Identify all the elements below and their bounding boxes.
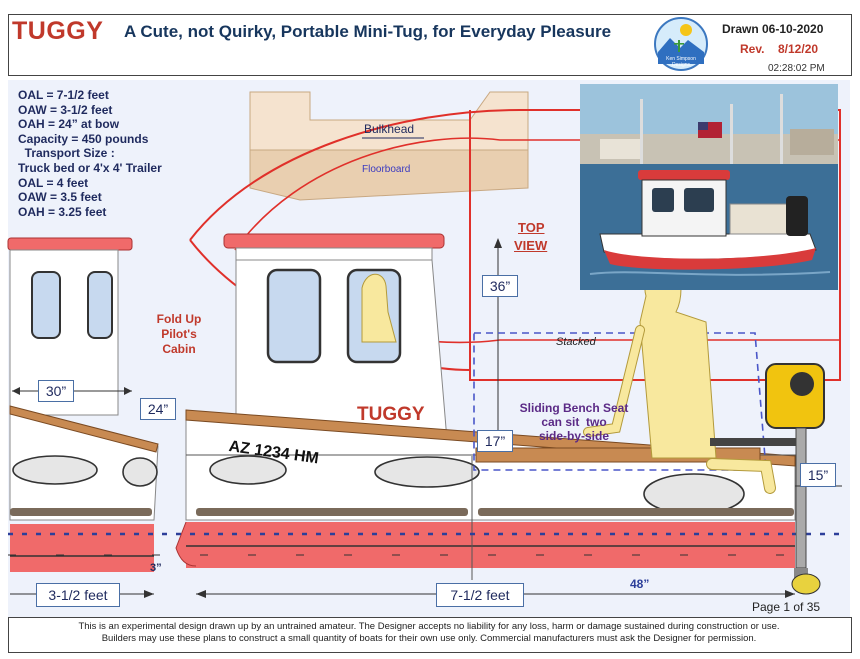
outboard-tiller [710,438,800,446]
revision-label: Rev. [740,42,765,56]
spec-transport-oah: OAH = 3.25 feet [18,204,107,219]
top-view-label-2: VIEW [514,238,548,253]
dim-short-arrow [144,590,154,598]
small-hull-float [12,455,98,485]
small-cabin-window-2 [87,271,113,339]
dim-48-label: 48” [630,577,650,591]
outboard-propeller [791,573,821,595]
bulkhead-label: Bulkhead [364,122,415,136]
fold-up-label-2: Pilot's [161,327,197,341]
spec-oah: OAH = 24” at bow [18,117,120,132]
designer-logo-icon: Ken Simpson Designs [654,17,708,71]
floorboard-shape [249,149,529,201]
top-view-label-1: TOP [518,220,545,235]
footer-panel [8,617,852,653]
seat-label-2: can sit two [541,415,607,429]
footer-permission: Builders may use these plans to construc… [101,633,757,644]
stacked-label: Stacked [556,336,596,348]
hull-skid-1 [196,508,468,516]
spec-oaw: OAW = 3-1/2 feet [18,102,113,117]
hull-float-1 [209,455,287,485]
drawn-time: 02:28:02 PM [768,63,825,74]
logo-text-line1: Ken Simpson [666,56,696,62]
page-number: Page 1 of 35 [752,600,821,614]
spec-transport-oaw: OAW = 3.5 feet [18,190,102,205]
cabin-trim [235,247,433,261]
person-arm-fill [584,326,644,436]
top-view-inner-line [234,137,840,251]
pilot-silhouette [361,273,397,343]
height-arrow-head [494,238,502,248]
top-view-hull-outline [189,109,841,381]
dim-30-arrow-right [124,387,132,395]
cabin-roof [223,233,445,249]
page-subtitle: A Cute, not Quirky, Portable Mini-Tug, f… [124,22,612,41]
dim-15-label: 15” [800,463,836,487]
dim-30-arrow-left [12,387,20,395]
footer-disclaimer: This is an experimental design drawn up … [78,621,780,632]
spec-capacity: Capacity = 450 pounds [18,131,149,146]
outboard-motor-head [765,363,825,429]
small-hull-bottom [10,524,154,572]
stacked-cabin-outline [473,332,767,471]
small-hull-skid [10,508,152,516]
small-cabin-roof [7,237,133,251]
seat-label-3: side-by-side [538,429,610,443]
dim-17-label: 17” [477,430,513,452]
seated-person [639,267,717,459]
spec-transport-oal: OAL = 4 feet [18,175,89,190]
dim-36-label: 36” [482,275,518,297]
fold-up-label-1: Fold Up [156,312,202,326]
boat-photo [580,84,838,290]
fold-up-label-3: Cabin [162,342,196,356]
seat-label-1: Sliding Bench Seat [519,401,629,415]
hull-float-2 [374,456,480,488]
floorboard-label: Floorboard [362,164,411,175]
logo-text-line2: Designs [672,62,691,68]
boat-name-label: TUGGY [357,404,425,425]
main-hull-bottom [186,522,795,568]
small-hull-float-2 [122,457,158,487]
spec-transport-method: Truck bed or 4'x 4' Trailer [18,160,162,175]
outboard-shaft [795,427,807,569]
dim-30-label: 30” [38,380,74,402]
dim-3-label: 3” [150,562,162,574]
hull-skid-2 [478,508,794,516]
outboard-motor-cap [790,372,814,396]
cabin-window-left [266,268,322,364]
drawn-date: Drawn 06-10-2020 [722,22,824,36]
dim-long-label: 7-1/2 feet [436,583,524,607]
header-panel [8,14,852,76]
page-title: TUGGY [12,17,104,45]
spec-list: OAL = 7-1/2 feet OAW = 3-1/2 feet OAH = … [18,88,162,219]
small-hull-gunwale [9,405,159,453]
dim-24-label: 24” [140,398,176,420]
dim-short-label: 3-1/2 feet [36,583,120,607]
spec-oal: OAL = 7-1/2 feet [18,88,109,102]
dim-long-arrow-right [785,590,795,598]
small-cabin-window [31,271,61,339]
spec-transport-heading: Transport Size : [18,146,115,161]
hull-bow-keel [175,521,197,567]
revision-date: 8/12/20 [778,42,819,56]
dim-long-arrow-left [196,590,206,598]
person-leg-fill [707,459,775,493]
